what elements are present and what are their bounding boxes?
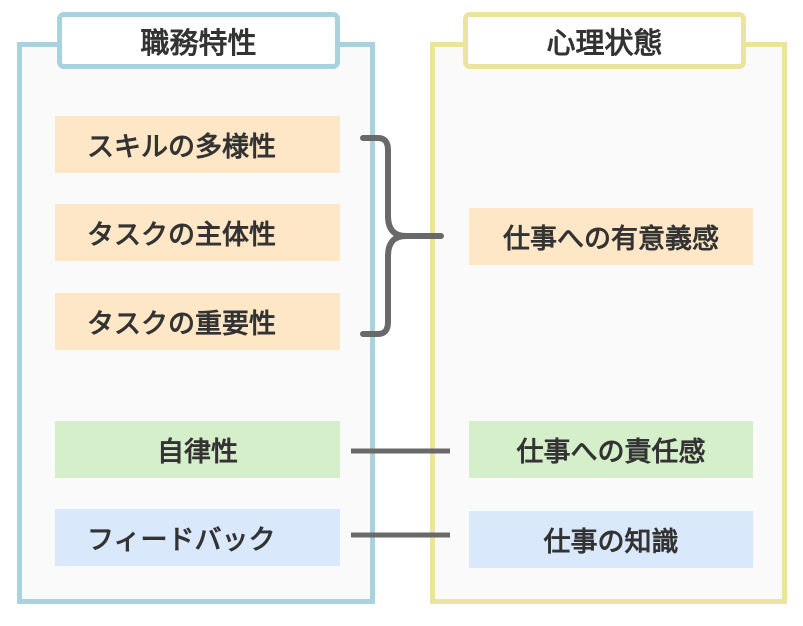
psychological-states-panel <box>430 42 787 604</box>
psychological-states-title: 心理状態 <box>463 12 746 69</box>
brace-connector <box>360 135 444 337</box>
skill-variety-box: スキルの多様性 <box>55 116 340 173</box>
meaningfulness-box: 仕事への有意義感 <box>469 208 753 265</box>
knowledge-of-results-box: 仕事の知識 <box>469 511 753 568</box>
feedback-box: フィードバック <box>55 509 340 566</box>
task-significance-box: タスクの重要性 <box>55 293 340 350</box>
task-identity-box: タスクの主体性 <box>55 204 340 261</box>
job-characteristics-title: 職務特性 <box>57 12 340 69</box>
autonomy-box: 自律性 <box>55 421 340 478</box>
responsibility-box: 仕事への責任感 <box>469 421 753 478</box>
